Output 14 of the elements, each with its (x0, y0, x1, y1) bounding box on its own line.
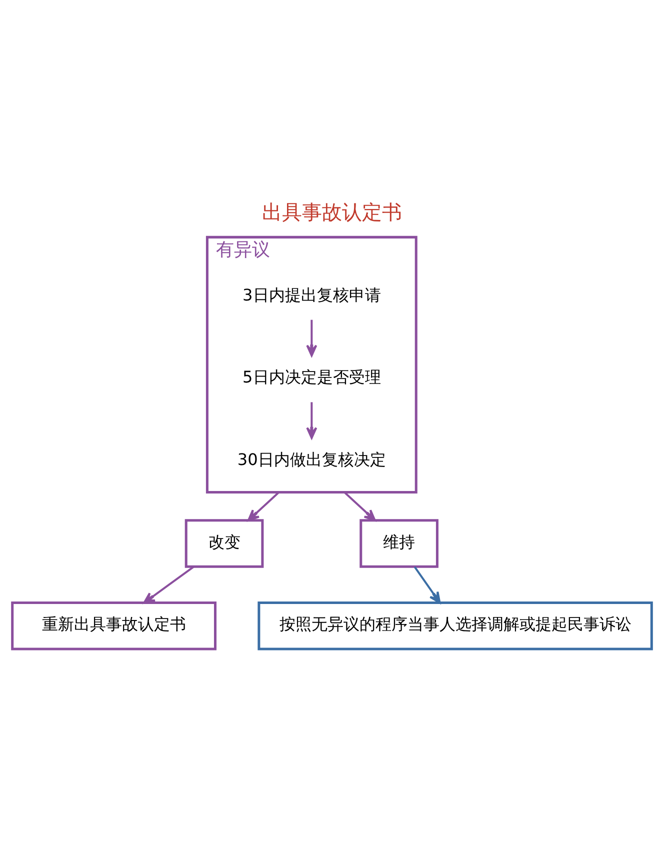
node-text: 3日内提出复核申请 (242, 284, 381, 304)
node-text: 5日内决定是否受理 (242, 367, 381, 386)
arrow (306, 402, 318, 438)
arrow (344, 491, 376, 521)
arrow (306, 319, 318, 356)
diagram-title: 出具事故认定书 (262, 200, 402, 224)
arrow (247, 491, 280, 521)
node-text: 30日内做出复核决定 (237, 449, 386, 468)
node-box: 维持 (360, 518, 438, 568)
arrow (143, 565, 194, 604)
node-box: 重新出具事故认定书 (11, 601, 216, 650)
arrow (414, 566, 441, 604)
node-box: 改变 (184, 518, 264, 568)
node-box: 按照无异议的程序当事人选择调解或提起民事诉讼 (258, 601, 653, 650)
